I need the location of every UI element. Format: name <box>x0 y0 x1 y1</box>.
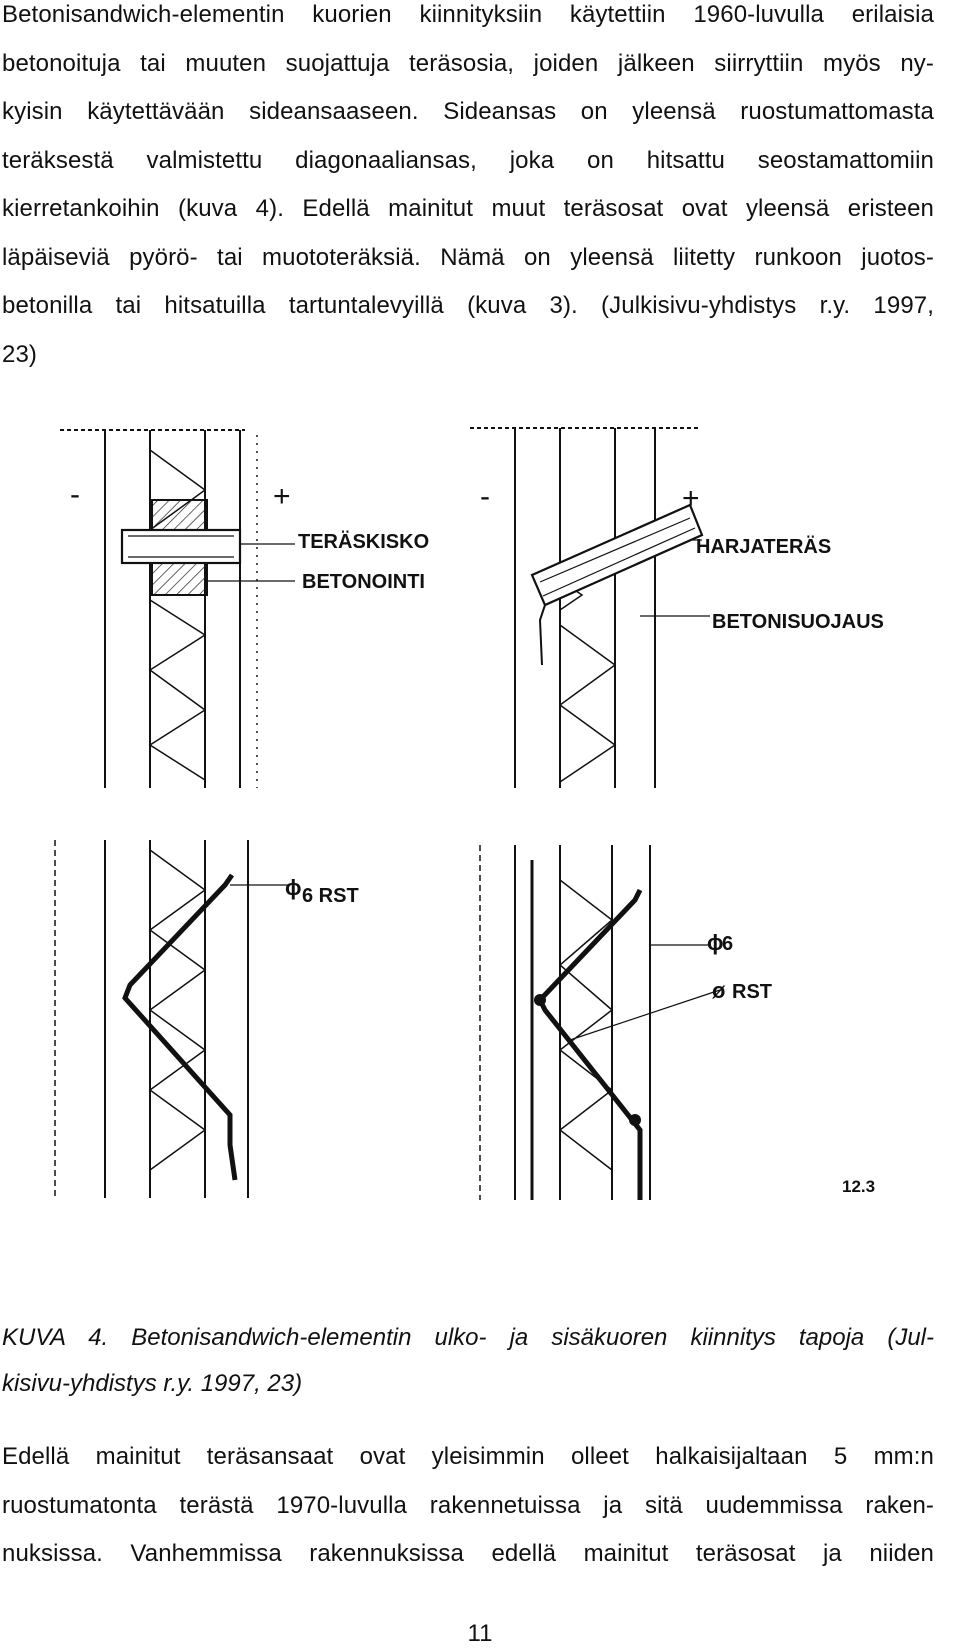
svg-text:ø: ø <box>712 978 726 1003</box>
figure-4-connection-details: - + TERÄSKISKO BETONOINTI - + HARJATERÄS… <box>0 420 960 1250</box>
paragraph-line: nuksissa. Vanhemmissa rakennuksissa edel… <box>2 1540 934 1567</box>
plus-sign: + <box>273 480 291 513</box>
plus-sign: + <box>682 482 700 515</box>
paragraph-line: teräksestä valmistettu diagonaaliansas, … <box>2 146 934 174</box>
body-paragraph-1: Betonisandwich-elementin kuorien kiinnit… <box>2 0 934 379</box>
paragraph-line: kierretankoihin (kuva 4). Edellä mainitu… <box>2 195 934 222</box>
body-paragraph-2: Edellä mainitut teräsansaat ovat yleisim… <box>2 1433 934 1579</box>
paragraph-line: Betonisandwich-elementin kuorien kiinnit… <box>2 1 934 28</box>
figure-caption: KUVA 4. Betonisandwich-elementin ulko- j… <box>2 1315 934 1407</box>
label-6: 6 <box>722 933 733 955</box>
paragraph-line: 23) <box>2 340 37 368</box>
caption-line: KUVA 4. Betonisandwich-elementin ulko- j… <box>2 1324 934 1351</box>
panel-a-steel-rail-detail <box>60 429 295 788</box>
panel-b-rebar-detail <box>470 427 710 788</box>
label-betonointi: BETONOINTI <box>302 571 425 593</box>
paragraph-line: betonoituja tai muuten suojattuja teräso… <box>2 49 934 77</box>
minus-sign: - <box>70 478 80 511</box>
paragraph-line: kyisin käytettävään sideansaaseen. Sidea… <box>2 98 934 125</box>
svg-text:ɸ: ɸ <box>707 930 724 955</box>
paragraph-line: ruostumatonta terästä 1970-luvulla raken… <box>2 1491 934 1519</box>
minus-sign: - <box>480 480 490 513</box>
label-teraskisko: TERÄSKISKO <box>298 530 429 553</box>
panel-c-bent-tie-detail: ɸ <box>54 840 302 1198</box>
panel-d-double-tie-detail: ɸ ø <box>479 845 726 1200</box>
caption-line: kisivu-yhdistys r.y. 1997, 23) <box>2 1370 303 1397</box>
paragraph-line: läpäiseviä pyörö- tai muototeräksiä. Näm… <box>2 243 934 271</box>
figure-code: 12.3 <box>842 1177 875 1196</box>
label-rst: RST <box>732 981 772 1003</box>
label-harjateras: HARJATERÄS <box>696 535 831 558</box>
label-6-rst: 6 RST <box>302 885 359 907</box>
paragraph-line: Edellä mainitut teräsansaat ovat yleisim… <box>2 1443 934 1470</box>
paragraph-line: betonilla tai hitsatuilla tartuntalevyil… <box>2 292 934 319</box>
label-betonisuojaus: BETONISUOJAUS <box>712 611 884 633</box>
page-number: 11 <box>467 1620 493 1647</box>
svg-text:ɸ: ɸ <box>285 875 302 900</box>
